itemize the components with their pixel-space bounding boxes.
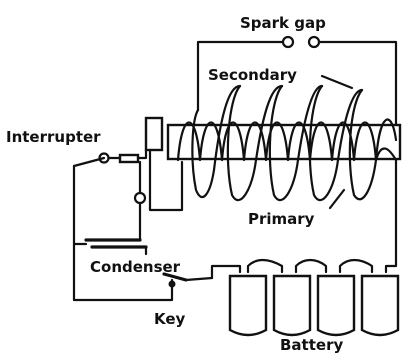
primary-label: Primary <box>248 210 315 228</box>
left-wiring <box>72 164 174 302</box>
condenser <box>84 201 148 249</box>
leader-lines <box>72 74 354 210</box>
interrupter-label: Interrupter <box>6 128 101 146</box>
condenser-label: Condenser <box>90 258 181 276</box>
secondary-coil <box>191 84 398 202</box>
battery-label: Battery <box>280 336 343 354</box>
key-label: Key <box>154 310 186 328</box>
secondary-label: Secondary <box>208 66 297 84</box>
spark-gap-label: Spark gap <box>240 14 326 32</box>
primary-coil <box>176 118 398 162</box>
spark-gap <box>196 35 398 162</box>
battery <box>228 158 400 337</box>
key-switch <box>162 264 242 292</box>
